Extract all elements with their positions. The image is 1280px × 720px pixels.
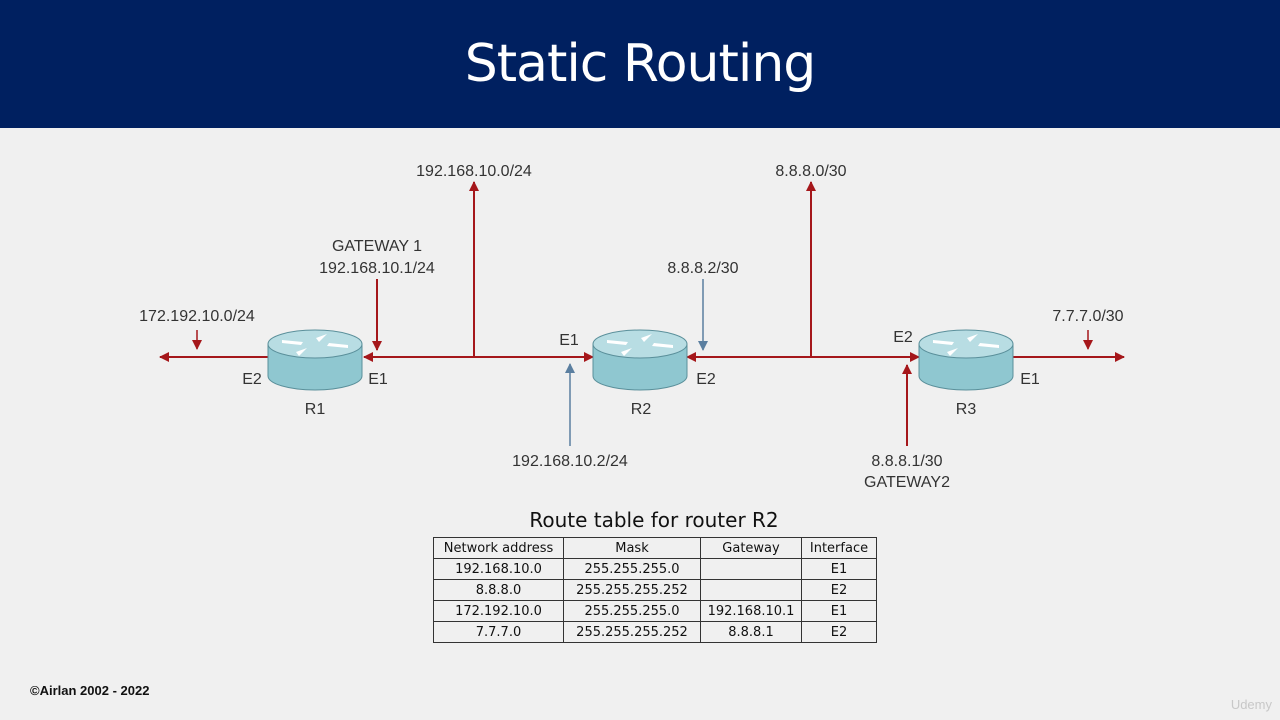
table-cell: 255.255.255.0 (563, 558, 701, 580)
route-table-caption: Route table for router R2 (529, 508, 779, 532)
table-header-row: Network address Mask Gateway Interface (433, 537, 877, 559)
table-cell: 172.192.10.0 (433, 600, 564, 622)
page-title: Static Routing (464, 34, 817, 94)
gateway2-ip-label: 8.8.8.1/30 (871, 453, 942, 470)
r3-right-port: E1 (1020, 371, 1040, 388)
table-cell: 255.255.255.252 (563, 579, 701, 601)
table-row: 172.192.10.0 255.255.255.0 192.168.10.1 … (433, 600, 877, 622)
table-cell: E1 (801, 558, 877, 580)
title-banner: Static Routing (0, 0, 1280, 128)
table-cell: 8.8.8.1 (700, 621, 802, 643)
table-cell (700, 558, 802, 580)
r3-left-port: E2 (893, 329, 913, 346)
column-header: Gateway (700, 537, 802, 559)
r2-right-port: E2 (696, 371, 716, 388)
table-cell: 192.168.10.0 (433, 558, 564, 580)
table-cell: E2 (801, 621, 877, 643)
net-r1-left-label: 172.192.10.0/24 (139, 308, 255, 325)
route-table: Network address Mask Gateway Interface 1… (433, 537, 877, 643)
column-header: Network address (433, 537, 564, 559)
table-cell: 7.7.7.0 (433, 621, 564, 643)
net-r1-r2-label: 192.168.10.0/24 (416, 163, 532, 180)
gateway1-name-label: GATEWAY 1 (332, 238, 422, 255)
router-r2 (592, 329, 688, 391)
table-row: 7.7.7.0 255.255.255.252 8.8.8.1 E2 (433, 621, 877, 643)
udemy-watermark: Udemy (1230, 697, 1272, 712)
r3-name: R3 (956, 401, 977, 418)
router-r3 (918, 329, 1014, 391)
network-diagram: 192.168.10.0/24 8.8.8.0/30 GATEWAY 1 192… (139, 163, 1125, 491)
r1-right-port: E1 (368, 371, 388, 388)
r1-name: R1 (305, 401, 326, 418)
gateway2-name-label: GATEWAY2 (864, 474, 950, 491)
table-cell: E1 (801, 600, 877, 622)
table-cell: 192.168.10.1 (700, 600, 802, 622)
r2-e1-ip-label: 192.168.10.2/24 (512, 453, 628, 470)
table-row: 8.8.8.0 255.255.255.252 E2 (433, 579, 877, 601)
table-cell: E2 (801, 579, 877, 601)
gateway1-ip-label: 192.168.10.1/24 (319, 260, 435, 277)
table-row: 192.168.10.0 255.255.255.0 E1 (433, 558, 877, 580)
copyright-notice: ©Airlan 2002 - 2022 (30, 683, 150, 698)
column-header: Interface (801, 537, 877, 559)
table-cell: 255.255.255.0 (563, 600, 701, 622)
column-header: Mask (563, 537, 701, 559)
router-r1 (267, 329, 363, 391)
table-cell: 255.255.255.252 (563, 621, 701, 643)
r2-e2-ip-label: 8.8.8.2/30 (667, 260, 738, 277)
net-r2-r3-label: 8.8.8.0/30 (775, 163, 846, 180)
net-r3-right-label: 7.7.7.0/30 (1052, 308, 1123, 325)
table-cell: 8.8.8.0 (433, 579, 564, 601)
table-cell (700, 579, 802, 601)
r2-name: R2 (631, 401, 652, 418)
r1-left-port: E2 (242, 371, 262, 388)
r2-left-port: E1 (559, 332, 579, 349)
